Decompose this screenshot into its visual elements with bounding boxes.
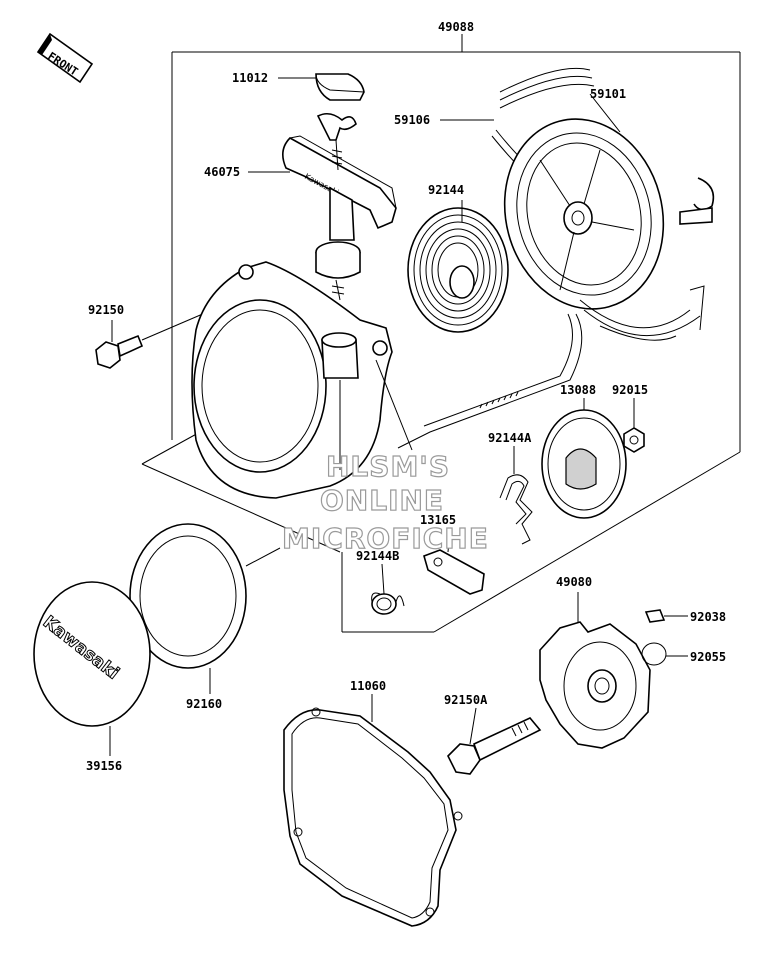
grip-cap-11012 — [278, 73, 365, 101]
label-49088: 49088 — [438, 20, 474, 34]
o-ring-92055 — [641, 642, 688, 666]
label-59101: 59101 — [590, 87, 626, 101]
label-92150: 92150 — [88, 303, 124, 317]
cover-39156: Kawasaki — [33, 581, 151, 756]
label-46075: 46075 — [204, 165, 240, 179]
ratchet-plate-13088 — [541, 398, 627, 519]
label-92144A: 92144A — [488, 431, 532, 445]
spring-clip-92144A — [499, 446, 533, 545]
starter-housing — [191, 261, 413, 499]
label-92144: 92144 — [428, 183, 464, 197]
label-59106: 59106 — [394, 113, 430, 127]
spiral-spring-92144 — [407, 200, 509, 333]
label-13088: 13088 — [560, 383, 596, 397]
spring-92144B — [371, 563, 405, 615]
label-92144B: 92144B — [356, 549, 399, 563]
bolt-92150 — [95, 303, 227, 369]
bolt-92150A — [447, 707, 542, 775]
label-49080: 49080 — [556, 575, 592, 589]
label-11060: 11060 — [350, 679, 386, 693]
part-labels: 49088 11012 59106 59101 46075 92144 9215… — [86, 20, 726, 773]
nut-92015 — [623, 398, 645, 453]
assembly-frame-49088 — [141, 34, 741, 633]
ring-plate-92160 — [129, 523, 281, 694]
label-92038: 92038 — [690, 610, 726, 624]
label-92055: 92055 — [690, 650, 726, 664]
pawl-13165 — [423, 527, 485, 595]
front-arrow-badge: FRONT — [36, 32, 94, 84]
watermark-line-3: MICROFICHE — [282, 522, 489, 555]
label-92150A: 92150A — [444, 693, 488, 707]
starter-handle-46075: Kawasaki — [248, 112, 397, 301]
label-13165: 13165 — [420, 513, 456, 527]
key-92038 — [644, 609, 688, 623]
label-11012: 11012 — [232, 71, 268, 85]
watermark: HLSM'S ONLINE MICROFICHE — [281, 449, 489, 555]
label-92015: 92015 — [612, 383, 648, 397]
watermark-line-2: ONLINE — [320, 484, 444, 517]
watermark-line-1: HLSM'S — [326, 450, 450, 483]
gasket-11060 — [283, 694, 463, 927]
rope-reel-59101 — [503, 93, 715, 341]
label-39156: 39156 — [86, 759, 122, 773]
cable-spring-rod — [397, 313, 583, 449]
pulley-49080 — [539, 592, 651, 749]
label-92160: 92160 — [186, 697, 222, 711]
